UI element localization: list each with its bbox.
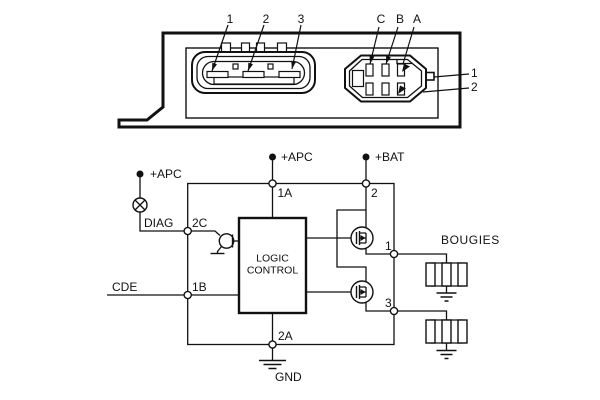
pin-row2-2 <box>381 82 390 96</box>
cde-label: CDE <box>112 280 137 294</box>
pin-node-1 <box>389 249 399 259</box>
glow-plug-bank-2 <box>397 310 468 360</box>
leader-arrowhead <box>398 85 406 94</box>
indicator-lamp-cross <box>134 199 146 211</box>
housing-face-panel <box>185 47 439 119</box>
pin-node-2a <box>268 340 277 349</box>
ground-icon <box>436 292 457 302</box>
pin-B <box>381 63 390 77</box>
pin-label-2: 2 <box>371 186 378 200</box>
bougies-label: BOUGIES <box>441 233 500 247</box>
large-pin-label-2: 2 <box>263 12 270 26</box>
glow-plug-element <box>441 319 452 344</box>
gnd-label: GND <box>275 370 302 384</box>
schematic: LOGIC CONTROL <box>107 150 500 384</box>
wire <box>191 230 221 236</box>
index-bump <box>267 63 274 70</box>
index-bump <box>232 63 239 70</box>
diag-transistor <box>191 230 239 255</box>
pin-label-1b: 1B <box>192 280 207 294</box>
pin-node-2 <box>361 179 371 188</box>
wire <box>139 212 184 232</box>
pin-node-3 <box>389 306 399 316</box>
module-ground <box>259 348 286 370</box>
leader-line-side1 <box>433 73 470 78</box>
logic-label-line2: CONTROL <box>247 265 298 277</box>
apc-left-label: +APC <box>150 167 182 181</box>
pin-node-1a <box>268 179 277 188</box>
leader-arrowhead <box>248 62 253 71</box>
blade-pin-2 <box>242 70 265 79</box>
apc-center-feed <box>269 153 276 180</box>
pin-label-3: 3 <box>385 296 392 310</box>
leader-arrowhead <box>386 55 391 64</box>
small-side-label-1: 1 <box>471 66 478 80</box>
pin-label-1: 1 <box>385 239 392 253</box>
logic-box <box>237 216 308 315</box>
pin-node-1b <box>183 290 192 300</box>
bat-feed <box>362 153 370 180</box>
bat-terminal-dot <box>362 153 370 161</box>
leader-line-side2 <box>422 87 470 93</box>
small-side-label-2: 2 <box>471 80 478 94</box>
glow-plug-element <box>441 262 452 287</box>
leader-line-pin2 <box>247 24 265 72</box>
pin-row2-1 <box>365 82 374 96</box>
pin-label-2a: 2A <box>278 329 293 343</box>
glow-plug-bank-1 <box>397 253 468 302</box>
transistor-icon <box>218 233 235 249</box>
leader-line-pin1 <box>211 24 229 72</box>
side-nub <box>425 71 435 81</box>
mosfet-switch-1 <box>350 226 374 250</box>
key-notch <box>351 69 365 88</box>
connector-shell-inner <box>348 58 423 99</box>
small-pin-label-C: C <box>377 12 386 26</box>
emitter-lead <box>216 246 223 253</box>
leader-arrowhead <box>402 63 410 72</box>
apc-center-terminal-dot <box>269 153 276 161</box>
wire-bat-to-drains <box>336 187 367 287</box>
glow-plug-element <box>425 319 436 344</box>
ecu-boundary <box>187 182 395 346</box>
glow-plug-element <box>425 262 436 287</box>
leader-arrowhead <box>291 60 297 69</box>
small-connector <box>344 26 470 103</box>
large-pin-label-3: 3 <box>298 12 305 26</box>
pin-node-2c <box>183 226 192 236</box>
ground-icon <box>436 349 457 360</box>
apc-left-terminal-dot <box>136 170 144 178</box>
small-pin-label-B: B <box>396 12 404 26</box>
diag-label: DIAG <box>144 216 173 230</box>
large-pin-label-1: 1 <box>227 12 234 26</box>
leader-arrowhead <box>369 55 375 64</box>
diag-lamp-branch <box>132 170 184 232</box>
pin-C <box>365 63 374 77</box>
small-pin-label-A: A <box>413 12 421 26</box>
wire <box>397 253 448 263</box>
bat-label: +BAT <box>375 150 405 164</box>
glow-plug-element <box>457 319 468 344</box>
mosfet-switch-2 <box>350 280 374 304</box>
ground-icon <box>259 359 286 370</box>
leader-arrowhead <box>212 62 217 71</box>
blade-pin-3 <box>278 70 301 79</box>
logic-label-line1: LOGIC <box>256 253 289 265</box>
glow-plug-element <box>457 262 468 287</box>
leader-line-A <box>402 26 415 65</box>
logic-control-block: LOGIC CONTROL <box>237 216 308 315</box>
pin-label-1a: 1A <box>278 186 293 200</box>
mosfet-body-diode <box>360 235 366 241</box>
apc-center-label: +APC <box>281 150 313 164</box>
module-connector-view: 1 2 3 C B A 1 2 <box>117 12 478 129</box>
mosfet-body-diode <box>360 289 366 295</box>
pin-label-2c: 2C <box>192 216 208 230</box>
wire <box>397 310 448 320</box>
blade-pin-1 <box>206 70 229 79</box>
large-connector <box>191 24 316 94</box>
